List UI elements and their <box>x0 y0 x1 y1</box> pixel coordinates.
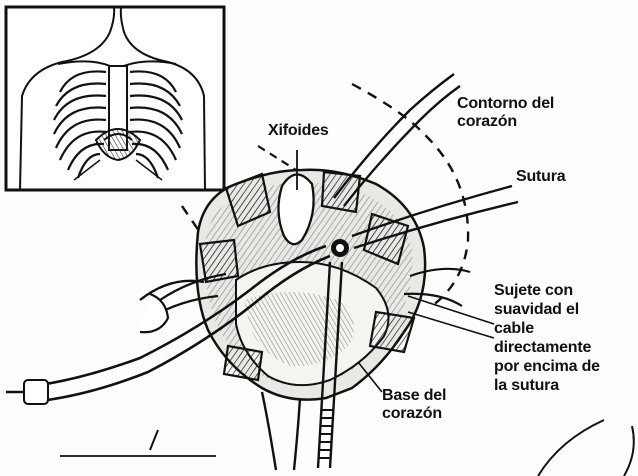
label-xifoides: Xifoides <box>268 122 329 140</box>
label-sujete-cable: Sujete con suavidad el cable directament… <box>494 281 600 395</box>
label-contorno-del-corazon: Contorno del corazón <box>457 95 554 131</box>
label-base-del-corazon: Base del corazón <box>382 387 446 423</box>
label-sutura: Sutura <box>516 168 565 186</box>
inset-chest-illustration <box>6 7 224 190</box>
